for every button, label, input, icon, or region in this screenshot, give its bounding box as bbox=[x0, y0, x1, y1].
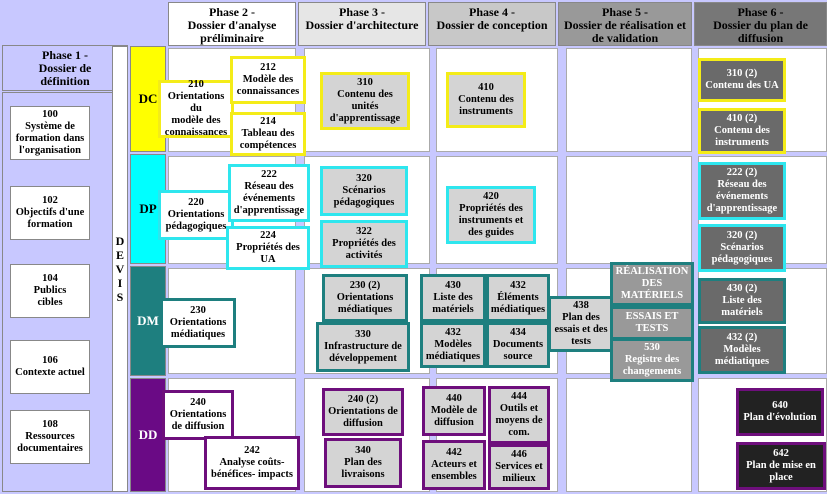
item-410: 410 Contenu des instruments bbox=[446, 72, 526, 128]
item-214: 214 Tableau des compétences bbox=[230, 112, 306, 156]
phase-6-header: Phase 6 - Dossier du plan de diffusion bbox=[694, 2, 827, 46]
item-230: 230 Orientations médiatiques bbox=[160, 298, 236, 348]
item-212: 212 Modèle des connaissances bbox=[230, 56, 306, 104]
item-340: 340 Plan des livraisons bbox=[324, 438, 402, 488]
item-530: 530 Registre des changements bbox=[610, 338, 694, 382]
item-330: 330 Infrastructure de développement bbox=[316, 322, 410, 372]
item-310: 310 Contenu des unités d'apprentissage bbox=[320, 72, 410, 130]
item-224: 224 Propriétés des UA bbox=[226, 226, 310, 270]
item-242: 242 Analyse coûts- bénéfices- impacts bbox=[204, 436, 300, 490]
item-410-2: 410 (2) Contenu des instruments bbox=[698, 108, 786, 154]
item-440: 440 Modèle de diffusion bbox=[422, 386, 486, 436]
item-210: 210 Orientations du modèle des connaissa… bbox=[158, 79, 234, 138]
item-240-2: 240 (2) Orientations de diffusion bbox=[322, 388, 404, 436]
item-432-2: 432 (2) Modèles médiatiques bbox=[698, 326, 786, 374]
phase-3-header: Phase 3 - Dossier d'architecture bbox=[298, 2, 426, 46]
item-220: 220 Orientations pédagogiques bbox=[158, 190, 234, 240]
phase-5-header: Phase 5 - Dossier de réalisation et de v… bbox=[558, 2, 692, 46]
item-438: 438 Plan des essais et des tests bbox=[548, 296, 614, 352]
item-320: 320 Scénarios pédagogiques bbox=[320, 166, 408, 216]
item-essais: ESSAIS ET TESTS bbox=[610, 306, 694, 340]
item-320-2: 320 (2) Scénarios pédagogiques bbox=[698, 224, 786, 272]
item-430: 430 Liste des matériels bbox=[420, 274, 486, 322]
item-442: 442 Acteurs et ensembles bbox=[422, 440, 486, 490]
item-420: 420 Propriétés des instruments et des gu… bbox=[446, 186, 536, 244]
item-640: 640 Plan d'évolution bbox=[736, 388, 824, 436]
phase1-item-102: 102 Objectifs d'une formation bbox=[10, 186, 90, 240]
item-432-b: 432 Modèles médiatiques bbox=[420, 322, 486, 368]
item-realisation: RÉALISATION DES MATÉRIELS bbox=[610, 262, 694, 306]
item-642: 642 Plan de mise en place bbox=[736, 442, 826, 490]
phase-4-header: Phase 4 - Dossier de conception bbox=[428, 2, 556, 46]
phase-1-header: Phase 1 - Dossier de définition bbox=[2, 45, 128, 91]
item-230-2: 230 (2) Orientations médiatiques bbox=[322, 274, 408, 322]
phase1-item-106: 106 Contexte actuel bbox=[10, 340, 90, 394]
item-446: 446 Services et milieux bbox=[488, 444, 550, 490]
item-240: 240 Orientations de diffusion bbox=[162, 390, 234, 440]
band-dc: DC bbox=[130, 46, 166, 152]
phase-2-header: Phase 2 - Dossier d'analyse préliminaire bbox=[168, 2, 296, 46]
item-430-2: 430 (2) Liste des matériels bbox=[698, 278, 786, 324]
item-434: 434 Documents source bbox=[486, 322, 550, 368]
cell-dp-p5 bbox=[566, 156, 692, 264]
item-222: 222 Réseau des événements d'apprentissag… bbox=[228, 164, 310, 222]
band-dd: DD bbox=[130, 378, 166, 492]
item-444: 444 Outils et moyens de com. bbox=[488, 386, 550, 444]
item-432: 432 Éléments médiatiques bbox=[486, 274, 550, 322]
phase1-item-104: 104 Publics cibles bbox=[10, 264, 90, 318]
item-322: 322 Propriétés des activités bbox=[320, 220, 408, 268]
cell-dd-p5 bbox=[566, 378, 692, 492]
devis-label: D E V I S bbox=[112, 46, 128, 492]
phase1-item-108: 108 Ressources documentaires bbox=[10, 410, 90, 464]
item-310-2: 310 (2) Contenu des UA bbox=[698, 58, 786, 102]
phase1-item-100: 100 Système de formation dans l'organisa… bbox=[10, 106, 90, 160]
cell-dc-p5 bbox=[566, 48, 692, 152]
item-222-2: 222 (2) Réseau des événements d'apprenti… bbox=[698, 162, 786, 220]
